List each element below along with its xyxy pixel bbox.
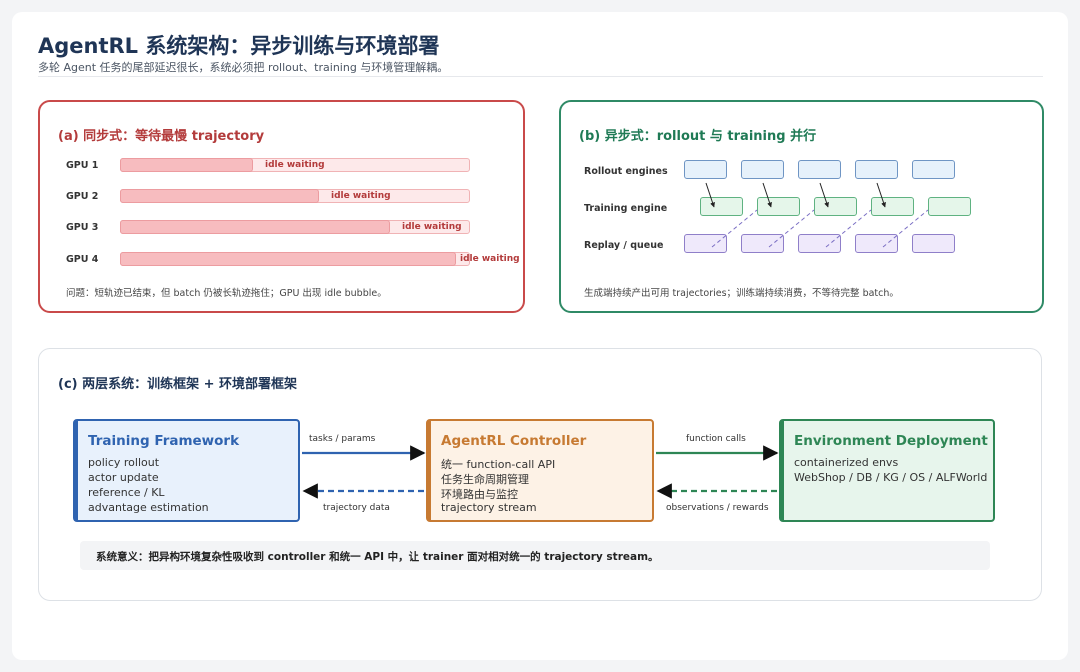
controller-node: AgentRL Controller 统一 function-call API … (426, 419, 654, 522)
gpu-4-busy-bar (120, 252, 456, 266)
function-calls-label: function calls (686, 434, 746, 444)
rollout-engine-block (855, 160, 898, 179)
training-framework-node: Training Framework policy rollout actor … (73, 419, 300, 522)
gpu-3-busy-bar (120, 220, 390, 234)
observations-rewards-label: observations / rewards (666, 503, 769, 513)
rollout-to-training-arrow (819, 182, 829, 208)
panel-sync (38, 100, 525, 313)
replay-queue-block (741, 234, 784, 253)
controller-line: trajectory stream (441, 501, 537, 514)
gpu-1-label: GPU 1 (66, 160, 99, 171)
training-engine-block (928, 197, 971, 216)
rollout-to-training-arrow (762, 182, 772, 208)
gpu-4-idle-label: idle waiting (460, 254, 520, 264)
gpu-2-busy-bar (120, 189, 319, 203)
gpu-2-idle-label: idle waiting (331, 191, 391, 201)
gpu-2-label: GPU 2 (66, 191, 99, 202)
panel-two-layer-title: (c) 两层系统：训练框架 + 环境部署框架 (58, 377, 298, 392)
controller-line: 任务生命周期管理 (441, 473, 529, 486)
replay-queue-block (855, 234, 898, 253)
training-engine-block (700, 197, 743, 216)
page-subtitle: 多轮 Agent 任务的尾部延迟很长，系统必须把 rollout、trainin… (38, 61, 449, 74)
gpu-4-label: GPU 4 (66, 254, 99, 265)
replay-queue-block (912, 234, 955, 253)
significance-note-text: 系统意义：把异构环境复杂性吸收到 controller 和统一 API 中，让 … (96, 551, 659, 563)
tasks-params-label: tasks / params (309, 434, 376, 444)
training-framework-line: reference / KL (88, 486, 165, 499)
gpu-1-busy-bar (120, 158, 253, 172)
rollout-engine-block (684, 160, 727, 179)
panel-async-note: 生成端持续产出可用 trajectories；训练端持续消费，不等待完整 bat… (584, 288, 899, 299)
panel-sync-title: (a) 同步式：等待最慢 trajectory (58, 129, 265, 144)
queue-to-training-dashed (825, 209, 872, 248)
gpu-3-idle-label: idle waiting (402, 222, 462, 232)
training-engine-block (814, 197, 857, 216)
rollout-engines-label: Rollout engines (584, 166, 668, 177)
page-title: AgentRL 系统架构：异步训练与环境部署 (38, 34, 440, 58)
rollout-engine-block (912, 160, 955, 179)
training-engine-block (871, 197, 914, 216)
environment-deployment-node: Environment Deployment containerized env… (779, 419, 995, 522)
gpu-1-idle-label: idle waiting (265, 160, 325, 170)
training-engine-label: Training engine (584, 203, 668, 214)
controller-line: 环境路由与监控 (441, 488, 518, 501)
training-engine-block (757, 197, 800, 216)
rollout-to-training-arrow (876, 182, 886, 208)
replay-queue-block (684, 234, 727, 253)
queue-to-training-dashed (768, 209, 815, 248)
queue-to-training-dashed (711, 209, 758, 248)
panel-sync-note: 问题：短轨迹已结束，但 batch 仍被长轨迹拖住；GPU 出现 idle bu… (66, 288, 387, 299)
replay-queue-block (798, 234, 841, 253)
environment-deployment-line: WebShop / DB / KG / OS / ALFWorld (794, 471, 988, 484)
controller-title: AgentRL Controller (441, 433, 587, 449)
replay-queue-label: Replay / queue (584, 240, 664, 251)
rollout-engine-block (798, 160, 841, 179)
panel-async-title: (b) 异步式：rollout 与 training 并行 (579, 129, 817, 144)
environment-deployment-line: containerized envs (794, 456, 899, 469)
environment-deployment-title: Environment Deployment (794, 433, 988, 449)
significance-note: 系统意义：把异构环境复杂性吸收到 controller 和统一 API 中，让 … (80, 541, 990, 570)
training-framework-line: policy rollout (88, 456, 160, 469)
training-framework-title: Training Framework (88, 433, 240, 449)
trajectory-data-label: trajectory data (323, 503, 390, 513)
rollout-engine-block (741, 160, 784, 179)
training-framework-line: actor update (88, 471, 159, 484)
gpu-3-label: GPU 3 (66, 222, 99, 233)
controller-line: 统一 function-call API (441, 458, 556, 471)
queue-to-training-dashed (882, 209, 929, 248)
training-framework-line: advantage estimation (88, 501, 209, 514)
title-divider (38, 76, 1043, 77)
rollout-to-training-arrow (705, 182, 715, 208)
